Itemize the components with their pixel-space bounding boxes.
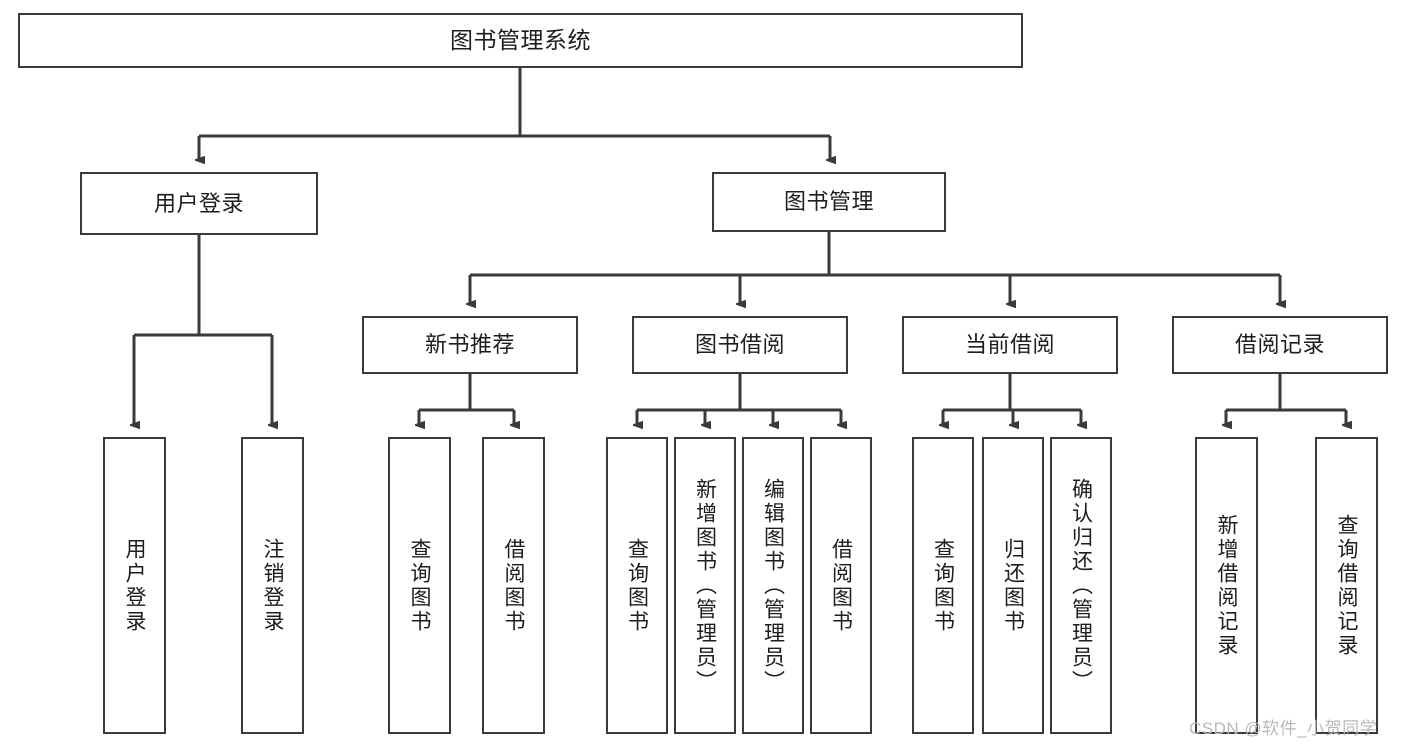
node-label: 编辑图书（管理员） bbox=[761, 477, 785, 694]
node-label: 注销登录 bbox=[261, 537, 284, 634]
csdn-watermark: CSDN @软件_小贺同学 bbox=[1189, 719, 1378, 738]
node-label: 归还图书 bbox=[1001, 537, 1025, 634]
leaf-query-book-recommend[interactable]: 查询图书 bbox=[388, 437, 451, 734]
node-label: 图书管理系统 bbox=[450, 26, 591, 53]
node-label: 查询借阅记录 bbox=[1335, 513, 1358, 658]
leaf-logout-login[interactable]: 注销登录 bbox=[241, 437, 304, 734]
leaf-edit-book-admin[interactable]: 编辑图书（管理员） bbox=[742, 437, 804, 734]
leaf-user-login[interactable]: 用户登录 bbox=[103, 437, 166, 734]
node-label: 新增借阅记录 bbox=[1215, 513, 1238, 658]
node-label: 新书推荐 bbox=[424, 332, 515, 358]
node-label: 查询图书 bbox=[931, 537, 955, 634]
node-label: 查询图书 bbox=[625, 537, 649, 634]
node-label: 用户登录 bbox=[123, 537, 146, 634]
node-user-login[interactable]: 用户登录 bbox=[80, 172, 318, 235]
leaf-query-book[interactable]: 查询图书 bbox=[606, 437, 668, 734]
leaf-add-book-admin[interactable]: 新增图书（管理员） bbox=[674, 437, 736, 734]
node-current-borrow[interactable]: 当前借阅 bbox=[902, 316, 1118, 374]
node-label: 借阅记录 bbox=[1234, 332, 1325, 358]
leaf-return-book[interactable]: 归还图书 bbox=[982, 437, 1044, 734]
node-label: 图书借阅 bbox=[694, 332, 785, 358]
leaf-add-borrow-record[interactable]: 新增借阅记录 bbox=[1195, 437, 1258, 734]
leaf-confirm-return-admin[interactable]: 确认归还（管理员） bbox=[1050, 437, 1112, 734]
node-label: 查询图书 bbox=[408, 537, 431, 634]
leaf-borrow-book[interactable]: 借阅图书 bbox=[810, 437, 872, 734]
node-label: 借阅图书 bbox=[502, 537, 525, 634]
node-borrow-record[interactable]: 借阅记录 bbox=[1172, 316, 1388, 374]
node-label: 借阅图书 bbox=[829, 537, 853, 634]
node-new-book-recommend[interactable]: 新书推荐 bbox=[362, 316, 578, 374]
node-label: 图书管理 bbox=[783, 189, 874, 215]
node-book-borrow[interactable]: 图书借阅 bbox=[632, 316, 848, 374]
node-label: 当前借阅 bbox=[964, 332, 1055, 358]
leaf-borrow-book-recommend[interactable]: 借阅图书 bbox=[482, 437, 545, 734]
node-book-management-system[interactable]: 图书管理系统 bbox=[18, 13, 1023, 68]
leaf-query-borrow-record[interactable]: 查询借阅记录 bbox=[1315, 437, 1378, 734]
leaf-query-book-current[interactable]: 查询图书 bbox=[912, 437, 974, 734]
node-book-management[interactable]: 图书管理 bbox=[712, 172, 946, 232]
node-label: 用户登录 bbox=[153, 190, 244, 216]
node-label: 新增图书（管理员） bbox=[693, 477, 717, 694]
node-label: 确认归还（管理员） bbox=[1069, 477, 1093, 694]
